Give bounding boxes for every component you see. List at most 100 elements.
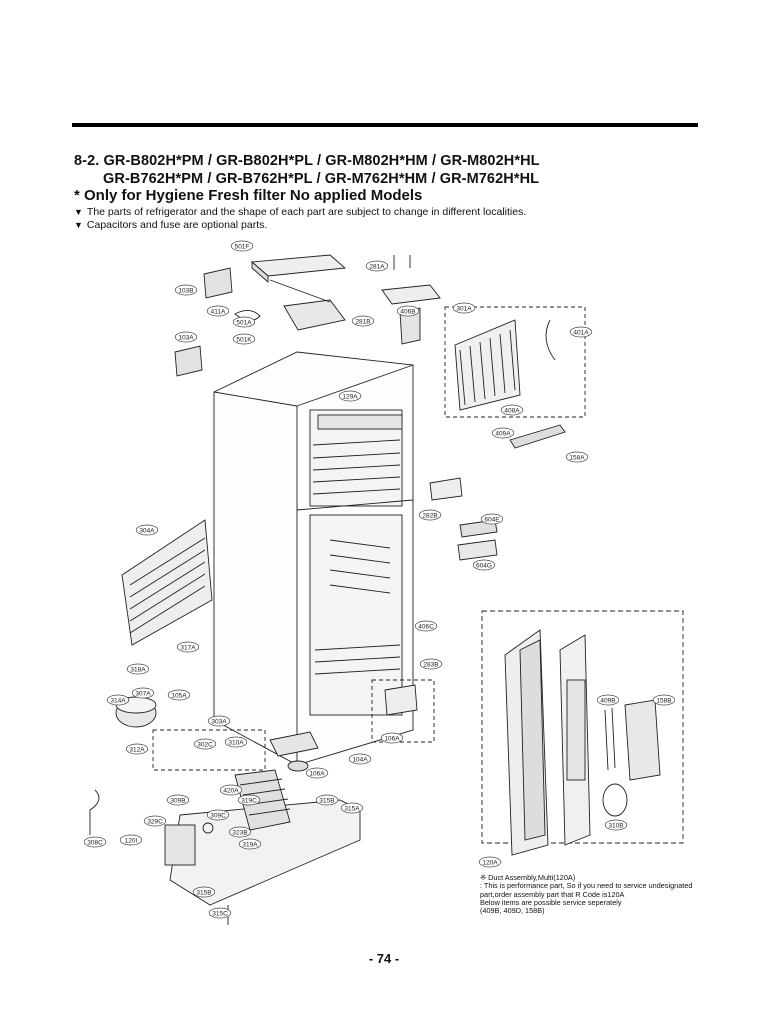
callout-bubble [351,315,375,327]
callout-bubble [167,689,191,701]
callout-bubble [193,738,217,750]
callout-bubble [596,694,620,706]
callout-part-code: 106A [384,735,400,742]
callout-part-code: 158A [569,454,585,461]
callout-part-code: 105A [171,692,187,699]
top-hinge [381,255,441,345]
callout-bubble [305,767,329,779]
header-rule [72,123,698,127]
callout-part-code: 604G [476,562,492,569]
callout-part-code: 310A [228,739,244,746]
callout-part-code: 103A [178,334,194,341]
duct-note-line: : This is performance part, So if you ne… [480,881,693,891]
callout-part-code: 307A [135,690,151,697]
callout-part-code: 302C [197,741,213,748]
callout-part-code: 281B [355,318,370,325]
callout-part-code: 310B [608,822,623,829]
callout-part-code: 120A [482,859,498,866]
callout-part-code: 312A [129,746,145,753]
callout-part-code: 604E [484,516,500,523]
callout-bubble [135,524,159,536]
duct-note-line: ※ Duct Assembly,Multi(120A) [480,873,576,882]
callout-part-code: 323B [232,829,247,836]
callout-bubble [480,513,504,525]
callout-part-code: 281A [369,263,385,270]
model-title-line-1: 8-2. GR-B802H*PM / GR-B802H*PL / GR-M802… [74,153,540,169]
model-title-line-2: GR-B762H*PM / GR-B762H*PL / GR-M762H*HM … [103,171,540,187]
callout-bubble [143,815,167,827]
callout-bubble [131,687,155,699]
triangle-bullet-icon: ▼ [74,207,83,217]
callout-bubble [119,834,143,846]
cabinet-body [213,351,414,766]
note-localities: ▼The parts of refrigerator and the shape… [74,206,526,218]
callout-bubble [206,305,230,317]
callout-bubble [174,284,198,296]
callout-bubble [380,732,404,744]
callout-part-code: 409B [600,697,615,704]
callout-bubble [315,794,339,806]
callout-bubble [569,326,593,338]
callout-bubble [472,559,496,571]
callout-part-code: 303A [211,718,227,725]
callout-bubble [207,715,231,727]
callout-part-code: 408A [504,407,520,414]
callout-bubble [232,333,256,345]
callout-part-code: 501F [235,243,250,250]
rear-grille [121,519,213,646]
duct-note-line: part,order assembly part that R Code is1… [480,889,625,899]
compressor-assembly [89,679,435,925]
callout-part-code: 420A [223,787,239,794]
triangle-bullet-icon: ▼ [74,220,83,230]
callout-part-code: 501K [236,336,252,343]
duct-note-line: (409B, 409D, 158B) [480,906,545,916]
callout-part-code: 158B [656,697,671,704]
callout-part-code: 301A [456,305,472,312]
evaporator [429,306,586,561]
duct-note-line: Below items are possible service seperat… [480,897,622,907]
callout-part-code: 315C [212,910,228,917]
callout-bubble [452,302,476,314]
callout-part-code: 318A [130,666,146,673]
callout-part-code: 304A [139,527,155,534]
callout-part-code: 329C [147,818,163,825]
filter-subtitle: * Only for Hygiene Fresh filter No appli… [74,187,423,204]
callout-part-code: 315B [319,797,334,804]
page-number: - 74 - [368,951,400,966]
callout-part-code: 120I [125,837,138,844]
callout-bubble [414,620,438,632]
callout-part-code: 129A [342,393,358,400]
callout-bubble [418,509,442,521]
callout-bubble [166,794,190,806]
callout-part-code: 315A [344,805,360,812]
callout-part-code: 319A [242,841,258,848]
callout-part-code: 314A [110,697,126,704]
callout-part-code: 309B [170,797,185,804]
callout-bubble [228,826,252,838]
callout-part-code: 409A [495,430,511,437]
callout-bubble [478,856,502,868]
callout-part-code: 317A [180,644,196,651]
callout-bubble [238,838,262,850]
callout-bubble [83,836,107,848]
callout-bubble [230,240,254,252]
callout-bubble [126,663,150,675]
callout-part-code: 103B [178,287,193,294]
callout-bubble [237,794,261,806]
callout-bubble [174,331,198,343]
callout-bubble [192,886,216,898]
callout-part-code: 315B [196,889,211,896]
control-box [174,254,347,377]
callout-bubble [125,743,149,755]
callout-part-code: 406C [418,623,434,630]
callout-part-code: 283B [423,661,438,668]
callout-bubble [219,784,243,796]
callout-bubble [106,694,130,706]
callout-bubble [500,404,524,416]
callout-part-code: 319C [241,797,257,804]
callout-bubble [652,694,676,706]
callout-part-code: 104A [352,756,368,763]
callout-bubble [340,802,364,814]
callout-part-code: 406B [400,308,415,315]
